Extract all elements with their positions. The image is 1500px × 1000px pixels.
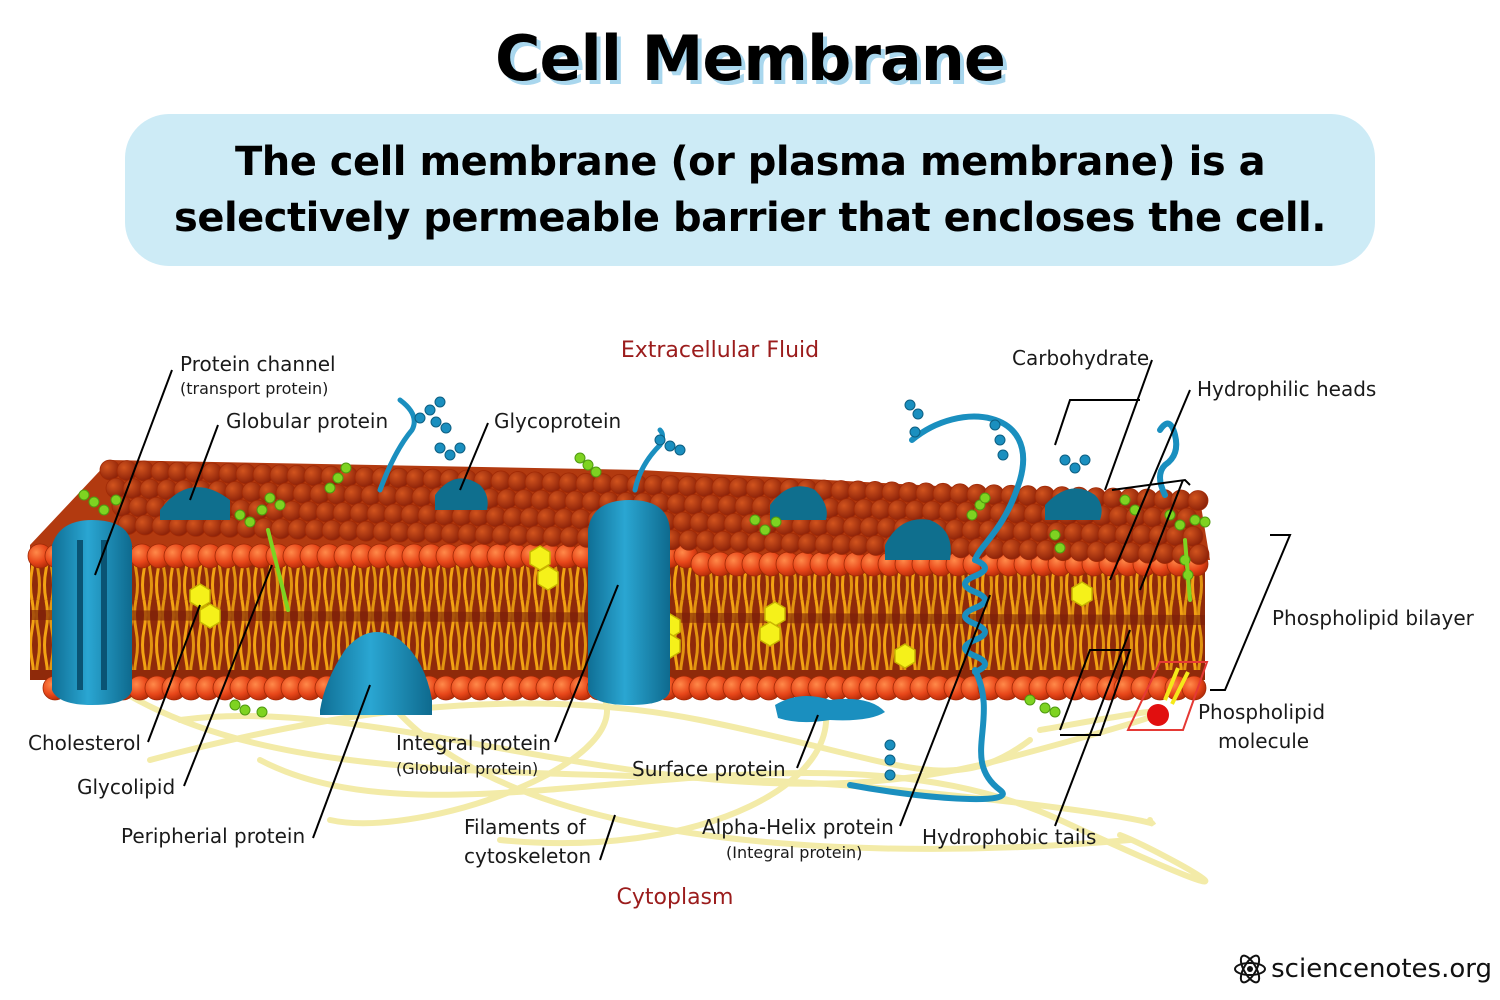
footer-brand: sciencenotes.org (1233, 952, 1492, 986)
filaments-label-line1: Filaments of (464, 815, 587, 839)
globular-protein-label: Globular protein (226, 409, 388, 433)
footer-brand-text: sciencenotes.org (1271, 954, 1492, 984)
cytoskeleton-filaments (117, 687, 1209, 885)
glycolipid-stems (266, 528, 1192, 612)
carbohydrate-label: Carbohydrate (1012, 346, 1149, 370)
phospholipid-molecule-label-line2: molecule (1218, 729, 1309, 753)
phospholipid-head (1188, 544, 1210, 565)
filaments-label-line2: cytoskeleton (464, 844, 591, 868)
surface-protein (775, 696, 885, 723)
page-title: Cell Membrane (495, 22, 1006, 95)
surface-protein-label: Surface protein (632, 757, 786, 781)
phospholipid-bilayer-label: Phospholipid bilayer (1272, 606, 1475, 630)
alpha-helix-label: Alpha-Helix protein (702, 815, 894, 839)
phospholipid-molecule-highlight (1126, 661, 1209, 731)
hydrophobic-tails-label: Hydrophobic tails (922, 825, 1096, 849)
label-pointer-lines (94, 359, 1292, 861)
glycolipid-label: Glycolipid (77, 775, 175, 799)
subtitle-text: The cell membrane (or plasma membrane) i… (174, 139, 1326, 241)
protein-channel (52, 520, 132, 705)
peripheral-protein (320, 632, 432, 715)
phospholipid-head (1187, 490, 1209, 511)
globular-protein-middle (435, 478, 1102, 560)
peripheral-protein-label: Peripherial protein (121, 824, 305, 848)
phospholipid-molecule-label-line1: Phospholipid (1198, 700, 1325, 724)
carbohydrate-beads (414, 396, 1091, 781)
protein-channel-label: Protein channel (180, 352, 336, 376)
integral-protein (588, 500, 670, 705)
integral-protein-label: Integral protein (396, 731, 551, 755)
cholesterol-label: Cholesterol (28, 731, 141, 755)
alpha-helix-sublabel: (Integral protein) (726, 843, 862, 862)
globular-protein-top (160, 487, 230, 520)
subtitle-box: The cell membrane (or plasma membrane) i… (125, 114, 1375, 266)
glycoprotein-label: Glycoprotein (494, 409, 621, 433)
protein-channel-sublabel: (transport protein) (180, 379, 328, 398)
cytoplasm-label: Cytoplasm (617, 885, 734, 910)
extracellular-fluid-label: Extracellular Fluid (621, 338, 819, 363)
integral-protein-sublabel: (Globular protein) (396, 759, 538, 778)
alpha-helix-protein (847, 413, 1180, 803)
hydrophilic-heads-label: Hydrophilic heads (1197, 377, 1376, 401)
atom-icon (1234, 954, 1267, 984)
